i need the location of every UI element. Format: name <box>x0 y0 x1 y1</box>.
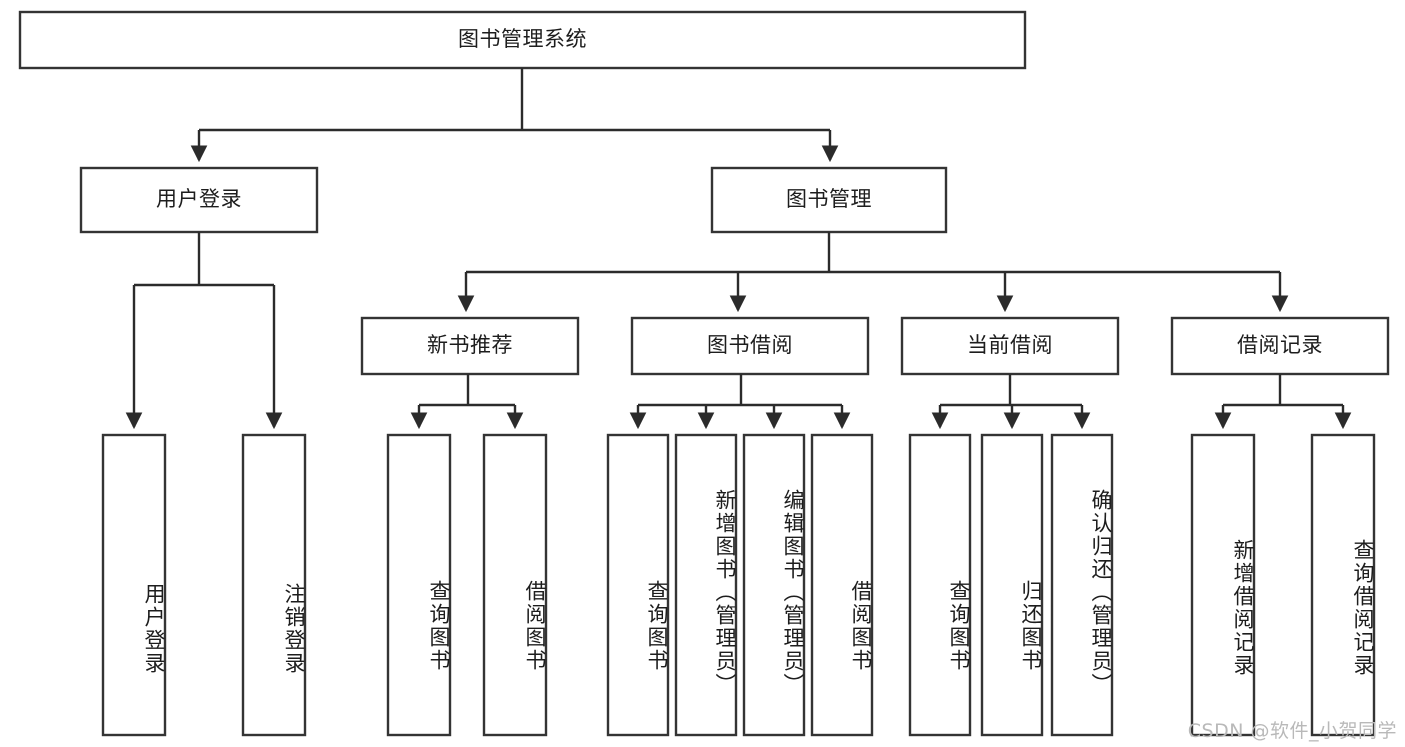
node-leaf-query-book-cur[interactable] <box>908 433 972 737</box>
node-leaf-return-book[interactable] <box>980 433 1044 737</box>
node-leaf-logout[interactable] <box>241 433 307 737</box>
node-leaf-add-book[interactable] <box>674 433 738 737</box>
hit-leaf-logout[interactable] <box>243 435 305 735</box>
node-root[interactable] <box>18 10 1027 70</box>
node-leaf-borrow-book-rec[interactable] <box>482 433 548 737</box>
node-leaf-add-record[interactable] <box>1190 433 1256 737</box>
node-leaf-edit-book[interactable] <box>742 433 806 737</box>
hit-leaf-user-login[interactable] <box>103 435 165 735</box>
node-user-login[interactable] <box>79 166 319 234</box>
node-borrow-record[interactable] <box>1170 316 1390 376</box>
node-leaf-confirm-return[interactable] <box>1050 433 1114 737</box>
node-leaf-query-book-bor[interactable] <box>606 433 670 737</box>
node-leaf-query-record[interactable] <box>1310 433 1376 737</box>
csdn-watermark: CSDN @软件_小贺同学 <box>1187 720 1397 742</box>
node-book-borrow[interactable] <box>630 316 870 376</box>
node-new-book-rec[interactable] <box>360 316 580 376</box>
node-current-borrow[interactable] <box>900 316 1120 376</box>
node-leaf-user-login[interactable] <box>101 433 167 737</box>
node-book-manage[interactable] <box>710 166 948 234</box>
node-leaf-query-book-rec[interactable] <box>386 433 452 737</box>
node-leaf-borrow-book[interactable] <box>810 433 874 737</box>
